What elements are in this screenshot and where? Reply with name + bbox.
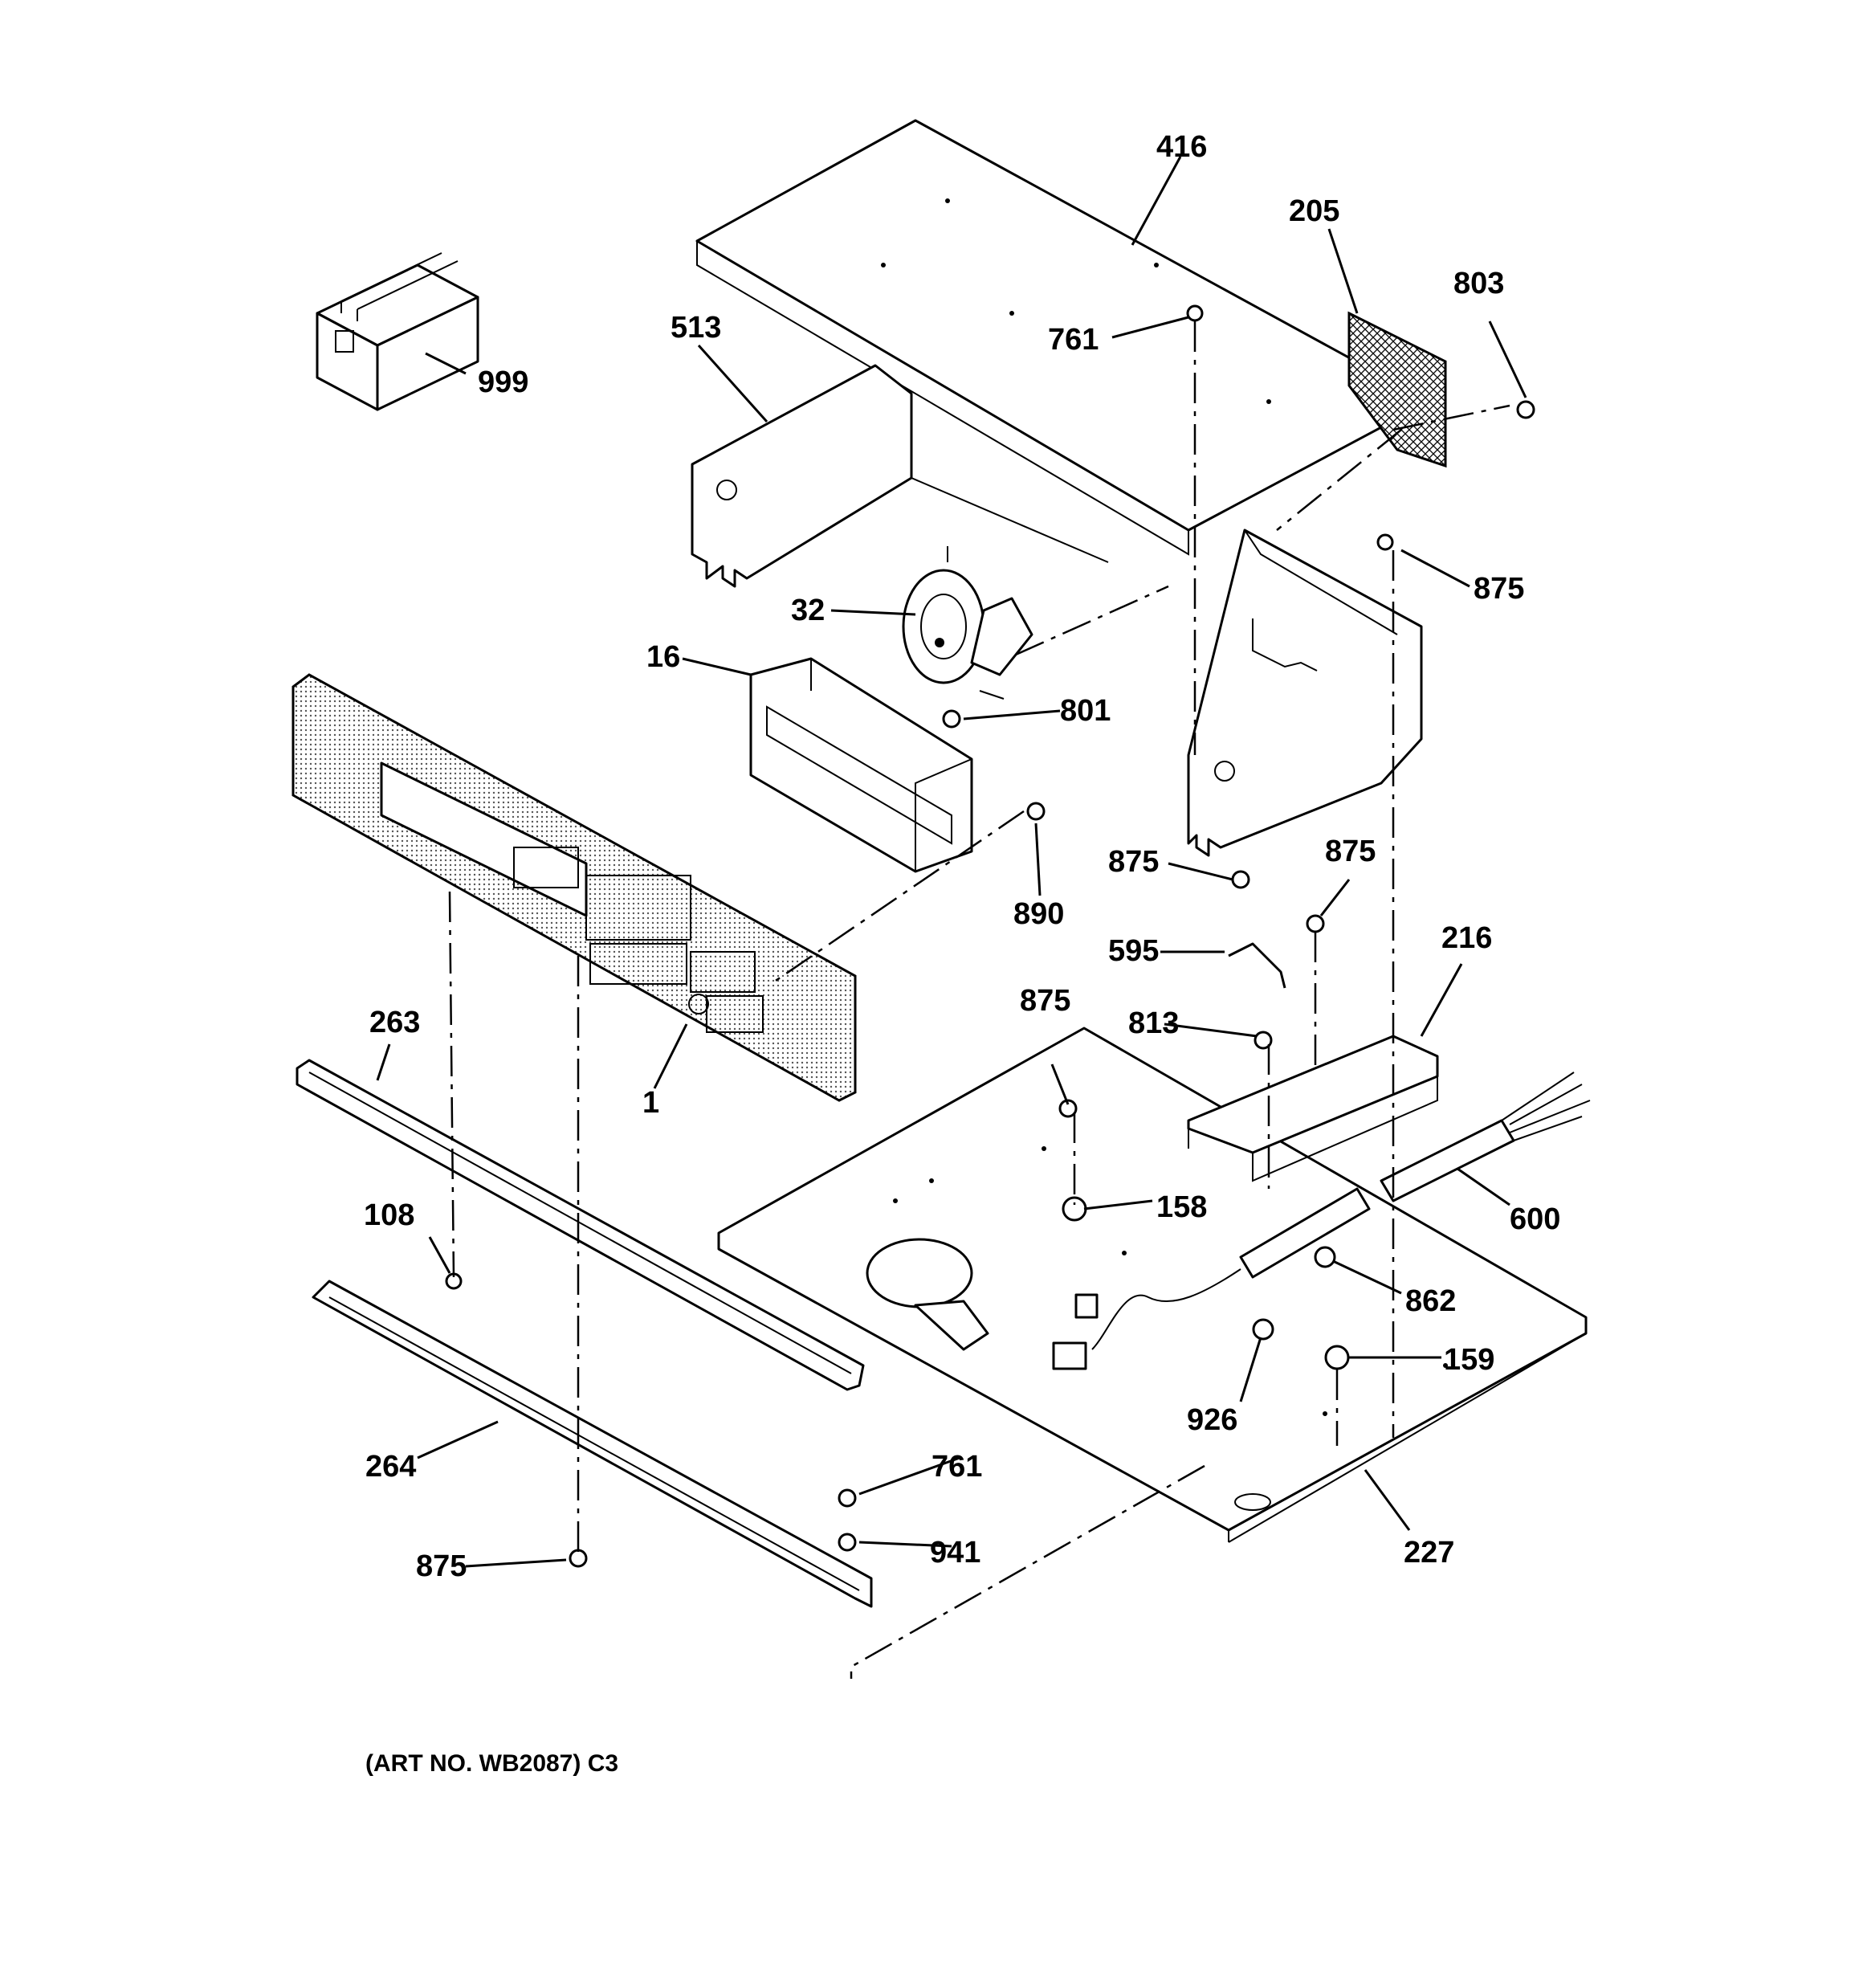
trim-strip-263 (296, 1059, 865, 1391)
label-264: 264 (365, 1450, 416, 1484)
art-number: (ART NO. WB2087) C3 (365, 1750, 618, 1777)
label-875-right: 875 (1474, 572, 1524, 606)
label-263: 263 (369, 1006, 420, 1039)
bracket-264 (312, 1280, 873, 1608)
left-side-panel-513 (691, 364, 1109, 588)
control-housing-16 (749, 657, 973, 873)
label-600: 600 (1510, 1202, 1560, 1236)
label-16: 16 (646, 640, 680, 674)
bottom-plate-227 (717, 1027, 1588, 1543)
label-941: 941 (930, 1536, 980, 1570)
label-875-plate: 875 (1020, 984, 1070, 1018)
convection-motor-32 (902, 546, 1033, 700)
label-595: 595 (1108, 934, 1159, 968)
label-875-mid-right: 875 (1325, 835, 1376, 868)
leader-lines (376, 156, 1527, 1568)
label-513: 513 (671, 311, 721, 345)
label-1: 1 (642, 1086, 659, 1120)
label-32: 32 (791, 594, 825, 627)
label-761-top: 761 (1048, 323, 1099, 357)
label-205: 205 (1289, 194, 1339, 228)
label-227: 227 (1404, 1536, 1454, 1570)
right-side-panel (1187, 529, 1423, 857)
label-159: 159 (1444, 1343, 1494, 1377)
label-801: 801 (1060, 694, 1111, 728)
label-999: 999 (478, 365, 528, 399)
vent-screen-205 (1347, 311, 1447, 468)
label-875-bottom: 875 (416, 1549, 467, 1583)
label-890: 890 (1013, 897, 1064, 931)
label-926: 926 (1187, 1403, 1237, 1437)
label-761-bottom: 761 (932, 1450, 982, 1484)
parts-box-999 (316, 252, 479, 411)
label-216: 216 (1441, 921, 1492, 955)
label-108: 108 (364, 1198, 414, 1232)
label-158: 158 (1156, 1190, 1207, 1224)
terminal-block-600 (1052, 1072, 1591, 1370)
label-862: 862 (1405, 1284, 1456, 1318)
label-875-mid-left: 875 (1108, 845, 1159, 879)
label-416: 416 (1156, 130, 1207, 164)
label-803: 803 (1453, 267, 1504, 300)
label-813: 813 (1128, 1006, 1179, 1040)
control-panel-1 (291, 673, 857, 1102)
keypad (513, 847, 764, 1033)
part-labels: 416 205 803 761 513 999 875 32 16 801 89… (364, 130, 1560, 1583)
